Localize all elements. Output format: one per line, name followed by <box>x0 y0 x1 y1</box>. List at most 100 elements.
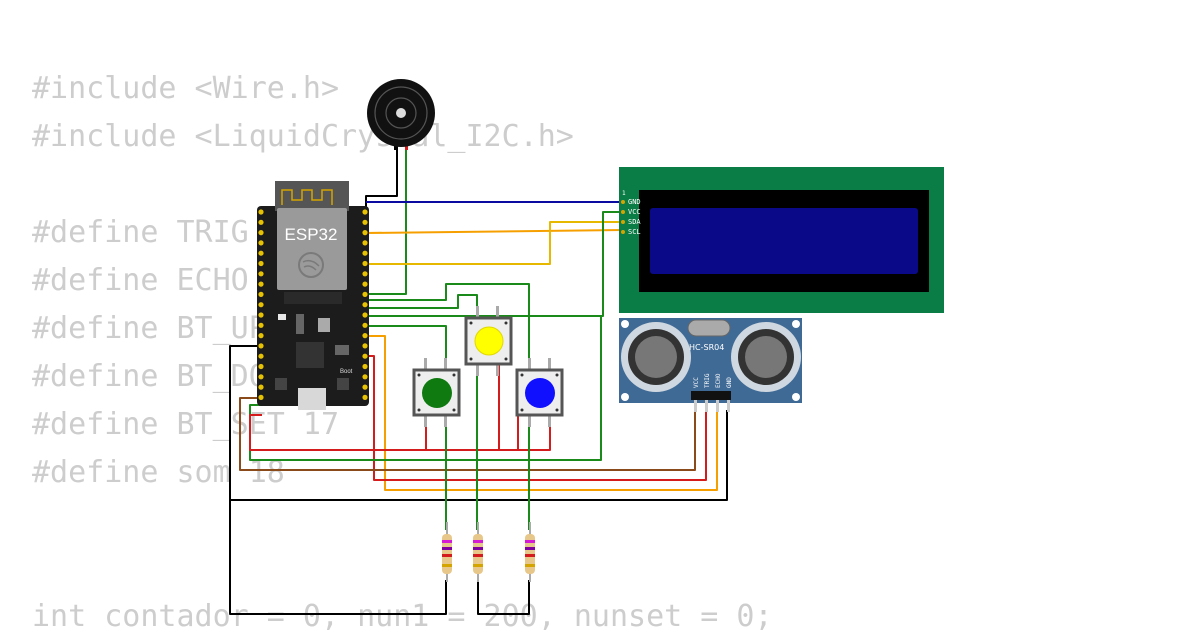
lcd-display[interactable]: 1 GND VCC SDA SCL <box>619 167 944 313</box>
wire-buzzer-signal <box>364 146 407 295</box>
sensor-pin-gnd[interactable] <box>727 400 730 412</box>
wire-lcd-sda <box>366 221 622 265</box>
esp32-pin-right[interactable] <box>362 322 368 328</box>
code-line-1: #include <Wire.h> <box>32 71 340 106</box>
esp32-pins-left <box>258 209 264 400</box>
wire-btn-green-sig <box>366 325 447 370</box>
buzzer-center <box>396 108 406 118</box>
esp32-board[interactable]: ESP32 Boot <box>257 181 369 410</box>
esp32-pin-left[interactable] <box>258 219 264 225</box>
esp32-pin-right[interactable] <box>362 219 368 225</box>
lcd-pin-vcc-label: VCC <box>628 208 641 216</box>
wire-sensor-trig <box>366 355 707 481</box>
button-green-cap <box>422 378 452 408</box>
esp32-pin-right[interactable] <box>362 353 368 359</box>
esp32-pin-right[interactable] <box>362 240 368 246</box>
esp32-pin-right[interactable] <box>362 291 368 297</box>
sensor-pin-echo[interactable] <box>716 400 719 412</box>
esp32-pin-right[interactable] <box>362 271 368 277</box>
pushbutton-green[interactable] <box>412 358 461 427</box>
usb-port <box>298 388 326 410</box>
esp32-pin-left[interactable] <box>258 271 264 277</box>
sensor-pin-vcc-label: VCC <box>693 377 700 388</box>
wire-vcc-rail <box>249 316 602 461</box>
esp32-pin-right[interactable] <box>362 209 368 215</box>
buzzer[interactable] <box>367 79 435 150</box>
esp32-pin-left[interactable] <box>258 281 264 287</box>
esp32-pin-right[interactable] <box>362 302 368 308</box>
esp32-pin-left[interactable] <box>258 209 264 215</box>
resistor[interactable] <box>473 522 483 582</box>
esp32-pin-right[interactable] <box>362 312 368 318</box>
esp32-pin-left[interactable] <box>258 384 264 390</box>
esp32-pin-left[interactable] <box>258 394 264 400</box>
espressif-logo-icon <box>298 252 324 278</box>
lcd-pin-sda[interactable] <box>621 220 625 224</box>
lcd-pin-sda-label: SDA <box>628 218 641 226</box>
esp32-pin-right[interactable] <box>362 343 368 349</box>
esp32-pin-left[interactable] <box>258 353 264 359</box>
esp32-usb-chip <box>296 342 324 368</box>
wire-btn-blue-sig <box>366 283 530 370</box>
resistor[interactable] <box>442 522 452 582</box>
code-line-9: #define som 18 <box>32 455 285 490</box>
sensor-pin-gnd-label: GND <box>726 377 733 388</box>
sensor-pin-trig[interactable] <box>705 400 708 412</box>
resistors <box>442 522 535 582</box>
code-line-13: int contador = 0, nun1 = 200, nunset = 0… <box>32 599 773 634</box>
wire-lcd-vcc <box>366 211 622 317</box>
esp32-pin-left[interactable] <box>258 333 264 339</box>
wires <box>229 146 728 615</box>
esp32-pin-right[interactable] <box>362 230 368 236</box>
sensor-label: HC-SR04 <box>689 343 724 352</box>
en-button[interactable] <box>275 378 287 390</box>
sensor-crystal <box>687 319 731 337</box>
esp32-pin-left[interactable] <box>258 343 264 349</box>
esp32-pin-left[interactable] <box>258 250 264 256</box>
esp32-pin-right[interactable] <box>362 250 368 256</box>
lcd-pin-gnd-label: GND <box>628 198 641 206</box>
esp32-pin-right[interactable] <box>362 281 368 287</box>
esp32-shield <box>277 208 347 290</box>
esp32-chip-small <box>318 318 330 332</box>
button-blue-cap <box>525 378 555 408</box>
esp32-pin-left[interactable] <box>258 240 264 246</box>
esp32-pin-left[interactable] <box>258 363 264 370</box>
lcd-pin-scl[interactable] <box>621 230 625 234</box>
esp32-pin-left[interactable] <box>258 302 264 308</box>
sensor-pin-vcc[interactable] <box>694 400 697 412</box>
esp32-pin-right[interactable] <box>362 374 368 380</box>
esp32-pin-right[interactable] <box>362 260 368 267</box>
boot-button[interactable] <box>337 378 349 390</box>
esp32-pin-right[interactable] <box>362 363 368 370</box>
esp32-pin-left[interactable] <box>258 374 264 380</box>
lcd-pin-scl-label: SCL <box>628 228 641 236</box>
sensor-pin-trig-label: TRIG <box>704 373 711 388</box>
pushbutton-yellow[interactable] <box>464 306 513 376</box>
esp32-pin-right[interactable] <box>362 333 368 339</box>
code-line-6: #define BT_UP 4 <box>32 311 303 346</box>
wire-res-gnd <box>229 500 447 615</box>
pushbutton-blue[interactable] <box>515 358 564 427</box>
ultrasonic-sensor[interactable]: HC-SR04 VCC TRIG ECHO GND <box>619 318 802 412</box>
lcd-pin-gnd[interactable] <box>621 200 625 204</box>
lcd-pin-vcc[interactable] <box>621 210 625 214</box>
boot-label: Boot <box>340 369 353 375</box>
lcd-pin1-label: 1 <box>622 190 626 197</box>
esp32-pin-right[interactable] <box>362 394 368 400</box>
esp32-pin-left[interactable] <box>258 260 264 267</box>
wire-lcd-scl <box>365 229 623 234</box>
button-yellow-cap <box>474 326 504 356</box>
wire-buzzer-gnd <box>365 146 398 290</box>
wire-btn-power-rail <box>425 414 551 451</box>
wire-power-to-buttons <box>249 414 426 451</box>
esp32-pin-left[interactable] <box>258 291 264 297</box>
esp32-pin-left[interactable] <box>258 230 264 236</box>
esp32-pin-left[interactable] <box>258 322 264 328</box>
esp32-pin-right[interactable] <box>362 384 368 390</box>
resistor[interactable] <box>525 522 535 582</box>
esp32-label: ESP32 <box>285 225 338 244</box>
wire-btn-yellow-sig <box>366 294 478 318</box>
esp32-pin-left[interactable] <box>258 312 264 318</box>
